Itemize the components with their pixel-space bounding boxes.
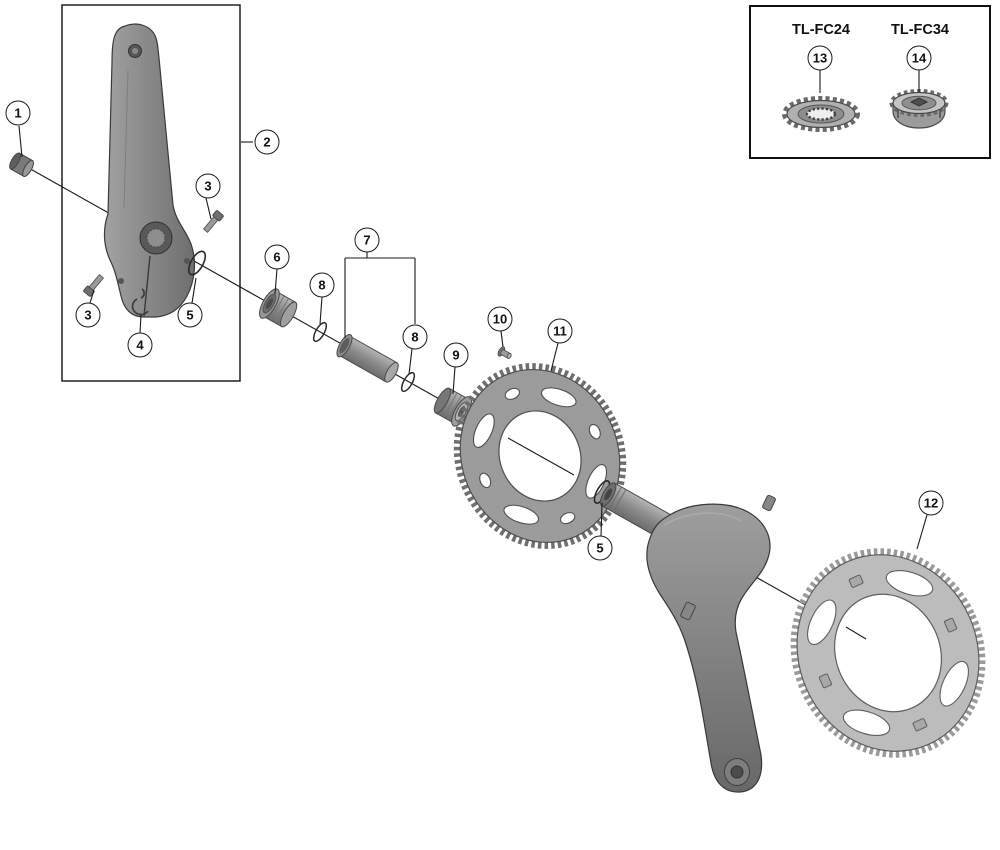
callout-12: 12 (918, 490, 944, 516)
callout-7: 7 (354, 227, 380, 253)
callout-11: 11 (547, 318, 573, 344)
leader-lines (18, 70, 928, 550)
callout-10: 10 (487, 306, 513, 332)
callout-4: 4 (127, 332, 153, 358)
left-crank-arm (103, 23, 196, 318)
callout-8-left: 8 (309, 272, 335, 298)
tool-label-tl-fc34: TL-FC34 (891, 22, 949, 38)
o-ring-8-left (312, 321, 328, 343)
callout-2: 2 (254, 129, 280, 155)
pinch-bolt-upper (202, 210, 224, 233)
bearing-cup-left (259, 288, 298, 328)
callout-5-right: 5 (587, 535, 613, 561)
outer-chainring (790, 548, 986, 758)
axis-line-through-inner-ring (507, 437, 575, 476)
tool-label-tl-fc24: TL-FC24 (792, 22, 850, 38)
callout-3-lower: 3 (75, 302, 101, 328)
crank-cap (9, 152, 34, 177)
axis-line-through-outer-ring (845, 626, 867, 640)
callout-13: 13 (807, 45, 833, 71)
o-ring-8-right (400, 371, 416, 393)
o-ring-5-left (187, 250, 207, 276)
callout-6: 6 (264, 244, 290, 270)
callout-8-right: 8 (402, 324, 428, 350)
spider-tab-upper (762, 494, 776, 512)
crank-arm-box (61, 4, 241, 382)
chainring-bolt (497, 346, 512, 359)
spider-tab-lower (680, 601, 696, 621)
right-crank-arm (599, 482, 776, 793)
bb-sleeve (336, 334, 399, 383)
callout-1: 1 (5, 100, 31, 126)
callout-5-left: 5 (177, 302, 203, 328)
tool-tl-fc24 (782, 96, 860, 132)
tool-tl-fc34 (889, 89, 949, 129)
callout-3-upper: 3 (195, 173, 221, 199)
tools-box (749, 5, 991, 159)
safety-plate (131, 288, 149, 316)
callout-14: 14 (906, 45, 932, 71)
callout-9: 9 (443, 342, 469, 368)
